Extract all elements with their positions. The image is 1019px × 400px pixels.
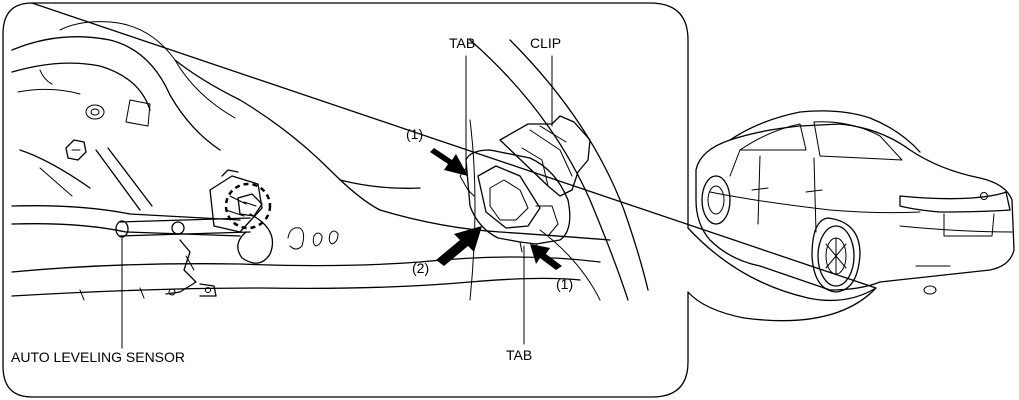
arrow-icon-step1-top <box>430 148 468 176</box>
arrow-icon-step1-bottom <box>530 244 562 270</box>
step1-bottom-label: (1) <box>556 276 574 292</box>
tab-top-label: TAB <box>449 35 476 51</box>
connector-detail-illustration <box>459 39 649 345</box>
vehicle-illustration <box>695 110 1015 295</box>
underbody-illustration <box>11 21 611 349</box>
detail-dashed-circle-icon <box>224 182 272 230</box>
callout-frame <box>2 2 877 398</box>
clip-label: CLIP <box>530 35 562 51</box>
auto-leveling-sensor-label: AUTO LEVELING SENSOR <box>11 349 186 365</box>
step2-label: (2) <box>412 260 430 276</box>
tab-bottom-label: TAB <box>506 347 533 363</box>
step1-top-label: (1) <box>406 126 424 142</box>
arrow-icon-step2 <box>436 226 482 266</box>
